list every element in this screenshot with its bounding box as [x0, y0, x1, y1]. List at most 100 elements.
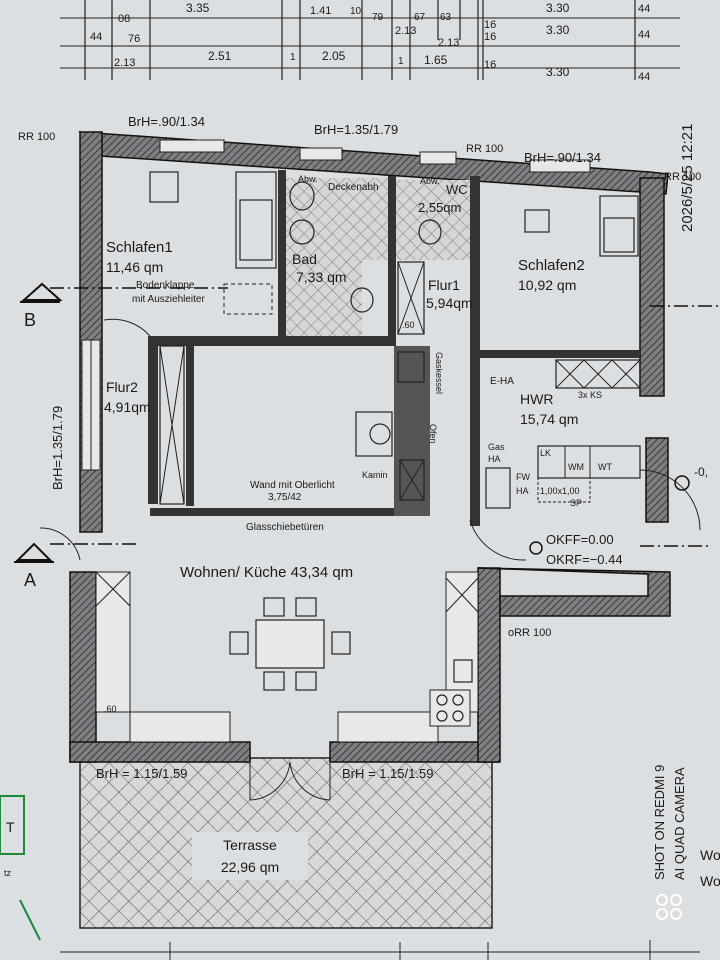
- svg-text:Gas: Gas: [488, 442, 505, 452]
- room-schlafen1-name: Schlafen1: [106, 239, 173, 256]
- svg-text:10: 10: [350, 6, 362, 17]
- svg-text:BrH=.90/1.34: BrH=.90/1.34: [128, 114, 205, 129]
- room-wc-area: 2,55qm: [418, 200, 461, 215]
- camera-watermark: SHOT ON REDMI 9 AI QUAD CAMERA: [652, 765, 687, 920]
- doors: [39, 318, 701, 801]
- svg-text:16: 16: [484, 59, 496, 71]
- svg-text:3x KS: 3x KS: [578, 390, 602, 400]
- windows: [81, 139, 591, 471]
- camera-line-1: SHOT ON REDMI 9: [652, 765, 667, 880]
- svg-text:44: 44: [90, 31, 102, 43]
- svg-text:OKFF=0.00: OKFF=0.00: [546, 532, 614, 547]
- svg-text:LK: LK: [540, 448, 551, 458]
- svg-text:Bodenklappe: Bodenklappe: [136, 280, 195, 291]
- svg-text:44: 44: [638, 71, 650, 83]
- svg-text:mit Ausziehleiter: mit Ausziehleiter: [132, 294, 205, 305]
- room-hwr-area: 15,74 qm: [520, 411, 578, 427]
- svg-text:76: 76: [128, 33, 140, 45]
- room-schlafen1-area: 11,46 qm: [106, 259, 163, 275]
- room-schlafen2-area: 10,92 qm: [518, 277, 576, 293]
- bathroom-fixtures: [149, 171, 639, 313]
- room-schlafen2-name: Schlafen2: [518, 257, 585, 274]
- svg-text:Deckenabh: Deckenabh: [328, 182, 379, 193]
- svg-text:HA: HA: [488, 454, 501, 464]
- camera-line-2: AI QUAD CAMERA: [672, 767, 687, 880]
- svg-text:RR 100: RR 100: [18, 131, 55, 143]
- section-a-label: A: [24, 570, 36, 590]
- svg-text:67: 67: [414, 12, 426, 23]
- svg-text:1.41: 1.41: [310, 5, 331, 17]
- svg-text:Wo: Wo: [700, 847, 720, 863]
- svg-text:Wand mit Oberlicht: Wand mit Oberlicht: [250, 480, 335, 491]
- room-flur1-area: 5,94qm: [426, 295, 473, 311]
- room-bad-area: 7,33 qm: [296, 269, 347, 285]
- svg-text:Gaskessel: Gaskessel: [434, 352, 444, 394]
- svg-text:BrH=1.35/1.79: BrH=1.35/1.79: [50, 406, 65, 490]
- svg-text:08: 08: [118, 13, 130, 25]
- svg-text:1.65: 1.65: [424, 53, 448, 67]
- svg-text:Wo: Wo: [700, 873, 720, 889]
- room-bad-name: Bad: [292, 251, 317, 267]
- svg-text:BrH = 1.15/1.59: BrH = 1.15/1.59: [96, 766, 187, 781]
- section-markers: [14, 282, 720, 563]
- room-flur2-area: 4,91qm: [104, 399, 151, 415]
- svg-text:Kamin: Kamin: [362, 470, 388, 480]
- svg-text:2.13: 2.13: [114, 57, 135, 69]
- room-labels: Schlafen1 11,46 qm Bad 7,33 qm WC 2,55qm…: [104, 182, 585, 581]
- window-labels: BrH=.90/1.34 BrH=1.35/1.79 BrH=.90/1.34 …: [18, 114, 701, 781]
- svg-text:WM: WM: [568, 462, 584, 472]
- svg-text:2.13: 2.13: [395, 25, 416, 37]
- svg-text:1: 1: [398, 56, 404, 67]
- terrace-name: Terrasse: [223, 837, 277, 853]
- svg-text:BrH=.90/1.34: BrH=.90/1.34: [524, 150, 601, 165]
- svg-text:Glasschiebetüren: Glasschiebetüren: [246, 522, 324, 533]
- svg-text:1: 1: [290, 52, 296, 63]
- svg-text:Abw.: Abw.: [420, 176, 440, 186]
- plan-annotations: Bodenklappe mit Ausziehleiter Deckenabh …: [24, 174, 708, 714]
- svg-text:2.51: 2.51: [208, 49, 232, 63]
- terrace-area-label: 22,96 qm: [221, 859, 279, 875]
- svg-text:FW: FW: [516, 472, 530, 482]
- svg-text:44: 44: [638, 29, 650, 41]
- svg-text:.60: .60: [402, 320, 415, 330]
- terrace-label-bg: [192, 832, 308, 880]
- svg-text:3.35: 3.35: [186, 1, 210, 15]
- svg-text:OKRF=−0.44: OKRF=−0.44: [546, 552, 623, 567]
- room-wohnen-label: Wohnen/ Küche 43,34 qm: [180, 564, 353, 581]
- svg-text:63: 63: [440, 12, 452, 23]
- svg-text:SP: SP: [570, 498, 582, 508]
- svg-text:3.30: 3.30: [546, 23, 570, 37]
- svg-text:Ofen: Ofen: [428, 424, 438, 444]
- svg-text:1,00x1,00: 1,00x1,00: [540, 486, 580, 496]
- svg-text:oRR 100: oRR 100: [508, 627, 551, 639]
- svg-text:E-HA: E-HA: [490, 376, 514, 387]
- room-wc-name: WC: [446, 182, 468, 197]
- section-b-label: B: [24, 310, 36, 330]
- storage-cabinets: [159, 261, 641, 505]
- room-hwr-name: HWR: [520, 391, 553, 407]
- svg-text:-0,: -0,: [694, 465, 708, 479]
- svg-text:RR 100: RR 100: [466, 143, 503, 155]
- photo-timestamp: 2026/5/25 12:21: [679, 124, 696, 232]
- kitchen-units: [95, 351, 479, 743]
- svg-text:tz: tz: [4, 868, 12, 878]
- svg-text:16: 16: [484, 19, 496, 31]
- svg-text:WT: WT: [598, 462, 612, 472]
- svg-text:44: 44: [638, 3, 650, 15]
- svg-text:BrH = 1.15/1.59: BrH = 1.15/1.59: [342, 766, 433, 781]
- svg-text:3.30: 3.30: [546, 1, 570, 15]
- dimension-chains-top: 3.35 1.41 10 79 67 63 16 3.30 44 08 44 7…: [60, 0, 680, 83]
- svg-text:RR 100: RR 100: [664, 171, 701, 183]
- svg-text:2.13: 2.13: [438, 37, 459, 49]
- svg-text:2.05: 2.05: [322, 49, 346, 63]
- bath-door-zone: [362, 260, 388, 336]
- svg-text:3,75/42: 3,75/42: [268, 492, 302, 503]
- room-flur2-name: Flur2: [106, 379, 138, 395]
- svg-text:16: 16: [484, 31, 496, 43]
- svg-text:.60: .60: [104, 704, 117, 714]
- dining-set: [229, 597, 351, 691]
- svg-text:HA: HA: [516, 486, 529, 496]
- svg-text:T: T: [6, 819, 15, 835]
- room-flur1-name: Flur1: [428, 277, 460, 293]
- svg-text:3.30: 3.30: [546, 65, 570, 79]
